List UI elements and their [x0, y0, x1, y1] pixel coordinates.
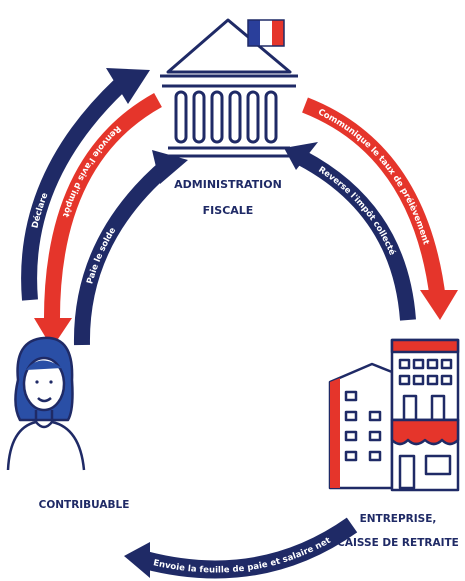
administration-label-line2: FISCALE [203, 204, 254, 217]
entreprise-label-line2: CAISSE DE RETRAITE [337, 537, 459, 549]
entreprise-label-line1: ENTREPRISE, [360, 513, 437, 525]
arrow-communique: Communique le taux de prélèvement [302, 97, 458, 320]
contribuable-person-icon [6, 336, 86, 471]
arrow-paie: Paie le solde [73, 150, 188, 346]
administration-building-icon [160, 18, 298, 158]
company-buildings-icon [328, 338, 460, 492]
french-flag-icon [247, 19, 285, 47]
administration-label-line1: ADMINISTRATION [174, 178, 282, 191]
arrow-reverse-label: Reverse l'impôt collecté [316, 165, 398, 257]
arrow-envoie: Envoie la feuille de paie et salaire net [124, 517, 358, 579]
arrow-renvoie: Renvoie l'avis d'impôt [34, 93, 162, 348]
contribuable-label: CONTRIBUABLE [39, 499, 130, 511]
